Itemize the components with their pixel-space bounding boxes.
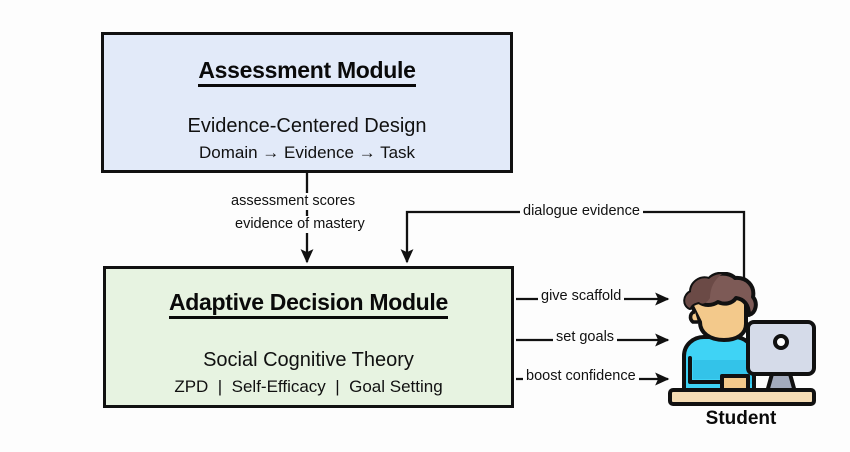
monitor-camera-dot [773, 334, 789, 350]
desk-surface [668, 388, 816, 406]
adaptive-decision-module-title: Adaptive Decision Module [168, 289, 448, 320]
student-caption: Student [705, 408, 777, 429]
student-hair-shadow [685, 274, 722, 308]
edge-label-give-scaffold: give scaffold [538, 288, 625, 306]
edge-label-evidence-of-mastery: evidence of mastery [232, 216, 368, 234]
assessment-module-subtitle: Evidence-Centered Design [187, 115, 427, 138]
assessment-module-box[interactable]: Assessment Module Evidence-Centered Desi… [101, 32, 513, 173]
edge-label-assessment-scores: assessment scores [228, 193, 359, 211]
student-hand [720, 374, 750, 392]
assessment-module-detail: Domain → Evidence → Task [198, 143, 416, 163]
adaptive-decision-module-detail: ZPD | Self-Efficacy | Goal Setting [174, 377, 443, 397]
edge-label-boost-confidence: boost confidence [523, 368, 639, 386]
student-at-computer-icon [668, 272, 816, 406]
student-ear [688, 310, 698, 324]
adaptive-decision-module-subtitle: Social Cognitive Theory [203, 349, 414, 372]
edge-label-dialogue-evidence: dialogue evidence [520, 203, 643, 221]
edge-label-set-goals: set goals [553, 329, 618, 347]
adaptive-decision-module-box[interactable]: Adaptive Decision Module Social Cognitiv… [103, 266, 514, 408]
assessment-module-title: Assessment Module [198, 57, 416, 88]
